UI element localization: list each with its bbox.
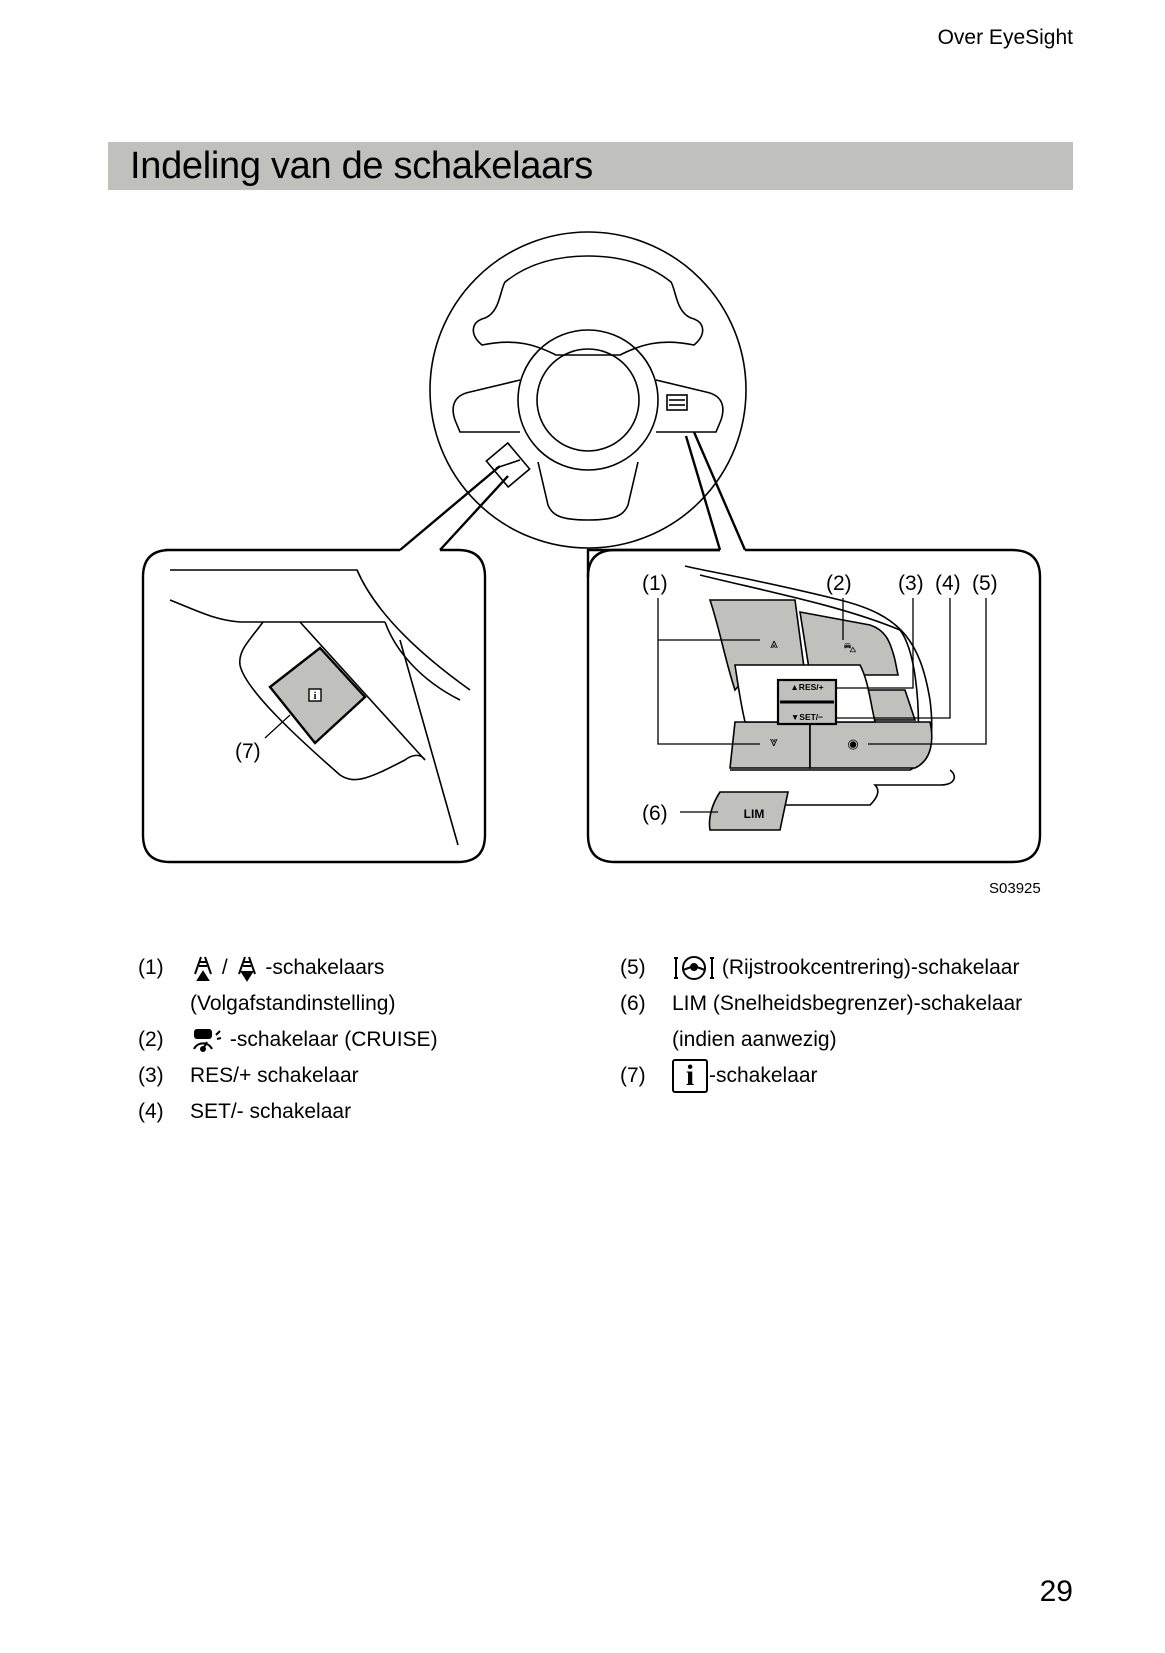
svg-text:i: i <box>314 691 317 702</box>
legend-item-6: (6) LIM (Snelheidsbegrenzer)-schakelaar … <box>620 992 1023 1051</box>
info-icon: i <box>672 1059 708 1094</box>
callout-2: (2) <box>826 572 852 595</box>
svg-text:◉: ◉ <box>847 736 858 751</box>
legend-left: (1) / -schakelaars (Volgafstandinstellin… <box>138 950 598 1130</box>
right-detail-panel: ▲RES/+ ▼SET/− ⩓ ⩔ ⛍ ◉ LIM (1) (2) (3) (4… <box>586 548 1042 864</box>
section-title: Indeling van de schakelaars <box>130 145 593 187</box>
res-button-label: ▲RES/+ <box>790 682 823 692</box>
legend-item-5: (5) (Rijstrookcentrering)-schakelaar <box>620 950 1090 986</box>
distance-decrease-icon <box>237 957 256 983</box>
lane-centering-icon <box>674 956 714 981</box>
lane-centering-button <box>809 721 933 769</box>
lim-button <box>708 791 789 831</box>
legend-item-4: (4) SET/- schakelaar <box>138 1100 352 1123</box>
callout-3: (3) <box>898 572 924 595</box>
steering-wheel-illustration <box>429 231 747 549</box>
svg-text:⩔: ⩔ <box>770 733 778 749</box>
callout-5: (5) <box>972 572 998 595</box>
legend-item-2: (2) -schakelaar (CRUISE) <box>138 1022 598 1058</box>
cruise-icon <box>193 1029 222 1053</box>
callout-7: (7) <box>235 740 261 763</box>
callout-6: (6) <box>642 802 668 825</box>
cruise-button <box>799 611 899 676</box>
left-detail-panel: i (7) <box>141 548 487 864</box>
callout-4: (4) <box>935 572 961 595</box>
page-number: 29 <box>1039 1575 1073 1608</box>
svg-text:⩓: ⩓ <box>770 635 778 651</box>
legend-item-3: (3) RES/+ schakelaar <box>138 1064 359 1087</box>
lim-button-label: LIM <box>744 807 765 821</box>
distance-increase-icon <box>194 957 212 982</box>
callout-1: (1) <box>642 572 668 595</box>
legend-right: (5) (Rijstrookcentrering)-schakelaar (6)… <box>620 950 1090 1094</box>
figure-code: S03925 <box>989 880 1041 897</box>
svg-text:⛍: ⛍ <box>843 640 856 655</box>
set-button-label: ▼SET/− <box>791 712 823 722</box>
legend-item-7: (7) i-schakelaar <box>620 1059 818 1094</box>
section-title-bar: Indeling van de schakelaars <box>108 142 1073 190</box>
steering-wheel-figure: i (7) ▲RES/+ ▼SET/− ⩓ ⩔ ⛍ ◉ LIM <box>141 231 1042 864</box>
running-head: Over EyeSight <box>937 26 1073 49</box>
legend-item-1: (1) / -schakelaars (Volgafstandinstellin… <box>138 956 396 1015</box>
